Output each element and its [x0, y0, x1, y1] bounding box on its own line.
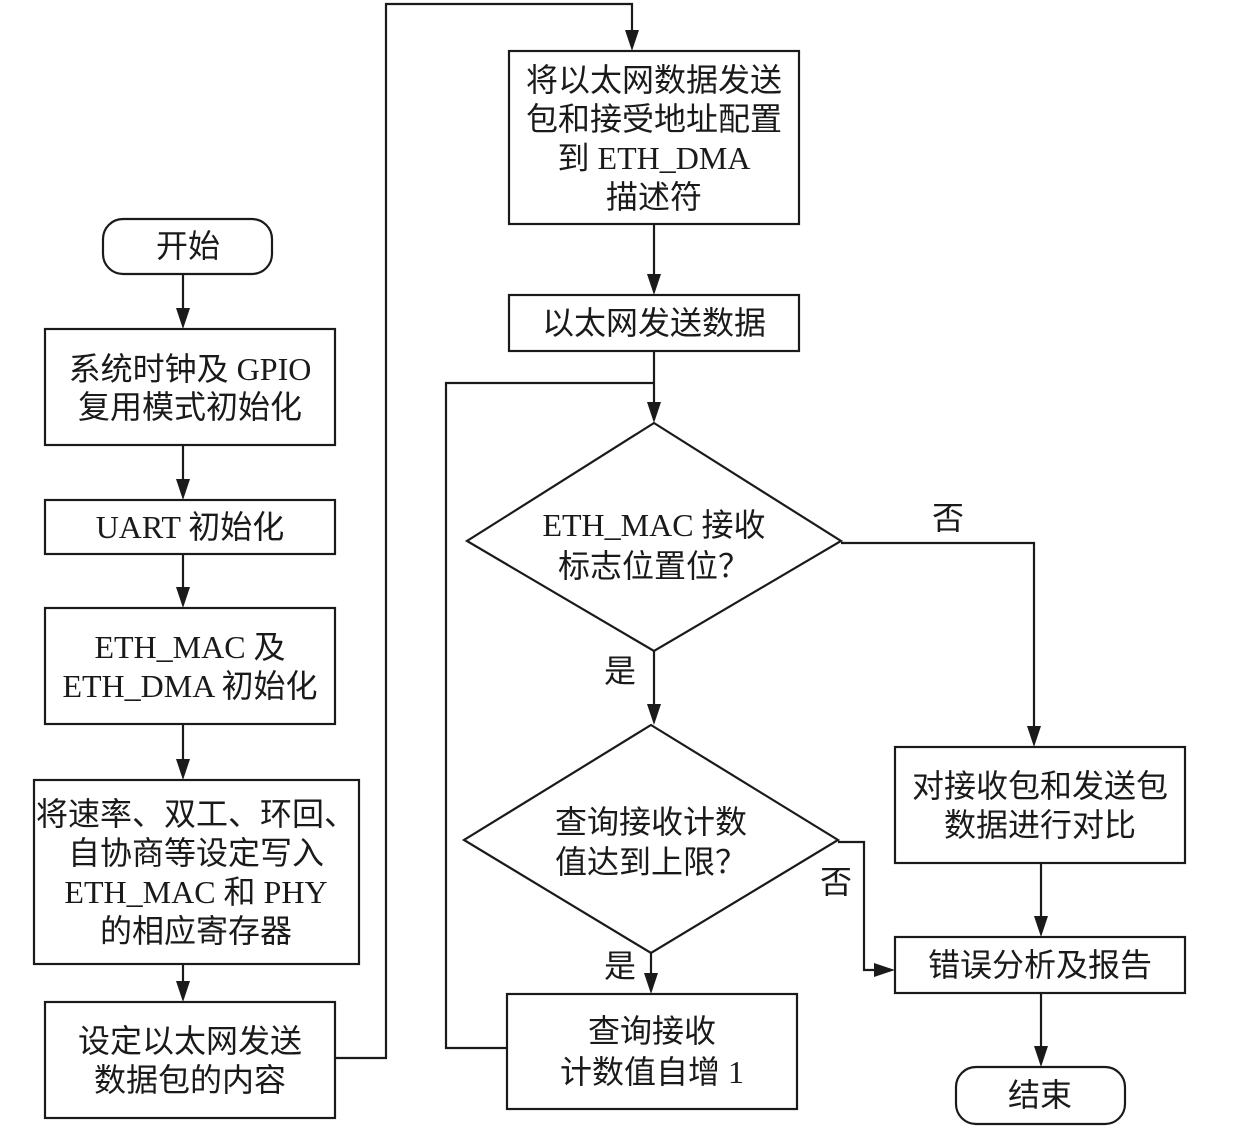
arrow-eth-to-regs: [176, 759, 190, 780]
edge-increment-loop: [444, 381, 654, 1050]
compare-box: [893, 745, 1187, 865]
arrow-start-to-clock: [176, 308, 190, 329]
flag-yes-label: 是: [604, 653, 636, 689]
set-content-line-2: 数据包的内容: [94, 1062, 286, 1098]
start-terminal: [101, 217, 274, 276]
limit-no-label: 否: [820, 864, 852, 900]
init-clock-box: [43, 327, 337, 447]
init-uart-box: [43, 498, 337, 556]
check-flag-line-2: 标志位置位？: [558, 548, 750, 584]
write-regs-line-4: 的相应寄存器: [100, 913, 292, 949]
config-desc-line-2: 包和接受地址配置: [526, 101, 782, 137]
write-regs-line-1: 将速率、双工、环回、: [36, 796, 356, 832]
check-flag-line-1: ETH_MAC 接收: [542, 507, 765, 543]
arrow-error-to-end: [1034, 1046, 1048, 1067]
arrow-limit-no: [874, 963, 895, 977]
set-content-box: [43, 1000, 337, 1120]
increment-line-1: 查询接收: [588, 1013, 716, 1049]
arrow-flag-no: [1027, 726, 1041, 747]
arrow-regs-to-content: [176, 981, 190, 1002]
arrow-uart-to-eth: [176, 587, 190, 608]
config-desc-line-3: 到 ETH_DMA: [558, 140, 751, 176]
check-limit-line-2: 值达到上限？: [555, 844, 747, 880]
arrow-clock-to-uart: [176, 479, 190, 500]
send-data-label: 以太网发送数据: [542, 305, 766, 341]
config-desc-line-1: 将以太网数据发送: [526, 62, 782, 98]
limit-yes-label: 是: [604, 948, 636, 984]
init-uart-label: UART 初始化: [96, 509, 285, 545]
init-eth-line-2: ETH_DMA 初始化: [62, 668, 317, 704]
arrow-send-to-flag: [647, 402, 661, 423]
end-label: 结束: [1008, 1077, 1072, 1113]
write-regs-line-3: ETH_MAC 和 PHY: [64, 874, 327, 910]
flag-no-label: 否: [932, 500, 964, 536]
arrow-limit-yes: [644, 973, 658, 994]
check-limit-line-1: 查询接收计数: [555, 804, 747, 840]
edge-content-to-config: [335, 2, 634, 1060]
config-desc-line-4: 描述符: [606, 179, 702, 215]
error-report-label: 错误分析及报告: [928, 947, 1152, 983]
increment-line-2: 计数值自增 1: [560, 1054, 744, 1090]
arrow-content-to-config: [625, 30, 639, 51]
compare-line-2: 数据进行对比: [944, 807, 1136, 843]
init-clock-line-1: 系统时钟及 GPIO: [69, 351, 312, 387]
start-label: 开始: [156, 228, 220, 264]
init-clock-line-2: 复用模式初始化: [78, 389, 302, 425]
set-content-line-1: 设定以太网发送: [78, 1023, 302, 1059]
increment-box: [505, 992, 799, 1111]
config-desc-box: [507, 49, 801, 226]
arrow-config-to-send: [647, 274, 661, 295]
edge-limit-no: [838, 840, 876, 972]
error-report-box: [893, 935, 1187, 995]
init-eth-box: [43, 606, 337, 726]
init-eth-line-1: ETH_MAC 及: [94, 629, 285, 665]
write-regs-line-2: 自协商等设定写入: [68, 835, 324, 871]
arrow-flag-yes: [647, 704, 661, 725]
end-terminal: [954, 1065, 1127, 1126]
write-regs-box: [32, 778, 361, 966]
arrow-compare-to-error: [1034, 916, 1048, 937]
compare-line-1: 对接收包和发送包: [912, 768, 1168, 804]
edge-flag-no: [841, 541, 1036, 728]
